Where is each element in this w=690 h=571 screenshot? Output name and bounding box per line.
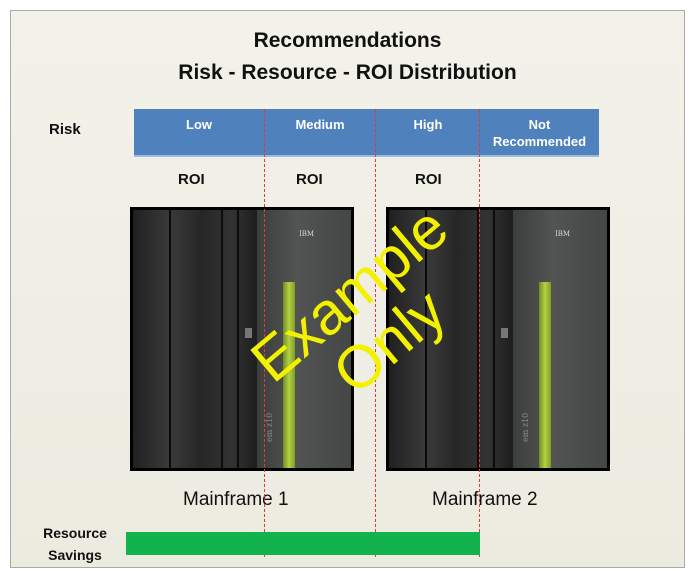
risk-column-high: High bbox=[413, 117, 443, 132]
mainframe-stripe bbox=[283, 282, 295, 468]
mainframe-stripe bbox=[539, 282, 551, 468]
mainframe-door bbox=[133, 210, 257, 468]
divider-high-not-recommended bbox=[479, 109, 480, 557]
ibm-logo: IBM bbox=[299, 230, 315, 238]
risk-label: Risk bbox=[49, 121, 81, 138]
mainframe-2-image: IBM em z10 bbox=[386, 207, 610, 471]
door-seam bbox=[493, 210, 495, 468]
divider-medium-high bbox=[375, 109, 376, 557]
mainframe-2-label: Mainframe 2 bbox=[432, 489, 538, 510]
divider-low-medium bbox=[264, 109, 265, 557]
mainframe-panel bbox=[513, 210, 607, 468]
page-title: Recommendations bbox=[253, 29, 442, 52]
mainframe-brand: em z10 bbox=[265, 412, 274, 442]
door-seam bbox=[169, 210, 171, 468]
mainframe-1-label: Mainframe 1 bbox=[183, 489, 289, 510]
page-subtitle: Risk - Resource - ROI Distribution bbox=[178, 61, 517, 84]
risk-column-medium: Medium bbox=[295, 117, 345, 132]
door-seam bbox=[477, 210, 479, 468]
ibm-logo: IBM bbox=[555, 230, 571, 238]
risk-band: Low Medium High Not Recommended bbox=[134, 109, 599, 157]
roi-label-low: ROI bbox=[178, 171, 205, 188]
resource-savings-bar bbox=[126, 532, 480, 555]
roi-label-high: ROI bbox=[415, 171, 442, 188]
door-seam bbox=[221, 210, 223, 468]
resource-savings-label: Resource Savings bbox=[43, 525, 107, 563]
mainframe-latch bbox=[245, 328, 252, 338]
mainframe-brand: em z10 bbox=[521, 412, 530, 442]
door-seam bbox=[425, 210, 427, 468]
mainframe-door bbox=[389, 210, 513, 468]
mainframe-1-image: IBM em z10 bbox=[130, 207, 354, 471]
roi-label-medium: ROI bbox=[296, 171, 323, 188]
risk-column-low: Low bbox=[186, 117, 212, 132]
mainframe-panel bbox=[257, 210, 351, 468]
mainframe-latch bbox=[501, 328, 508, 338]
door-seam bbox=[237, 210, 239, 468]
risk-column-not-recommended: Not Recommended bbox=[492, 117, 587, 149]
slide: Recommendations Risk - Resource - ROI Di… bbox=[10, 10, 685, 568]
